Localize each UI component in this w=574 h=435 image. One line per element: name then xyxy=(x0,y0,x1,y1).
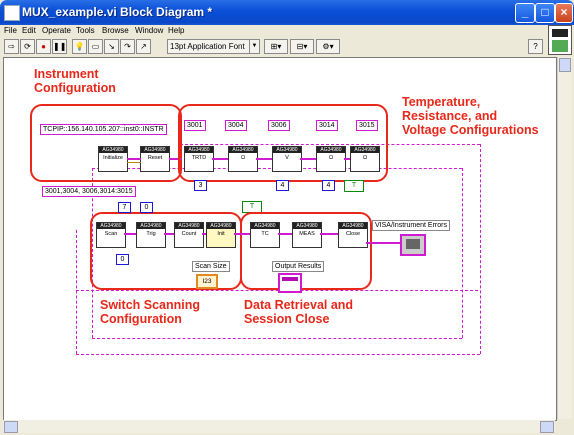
wire xyxy=(127,162,141,163)
block-diagram-canvas[interactable]: Instrument Configuration TCPIP::156.140.… xyxy=(3,57,557,421)
channel-3014-constant[interactable]: 3014 xyxy=(316,120,338,131)
chevron-down-icon[interactable]: ▼ xyxy=(249,39,260,54)
wire xyxy=(127,158,141,160)
menu-help[interactable]: Help xyxy=(168,26,185,35)
wire xyxy=(344,158,350,160)
channel-3004-constant[interactable]: 3004 xyxy=(225,120,247,131)
output-results-indicator[interactable] xyxy=(278,273,302,293)
retain-wire-values-icon[interactable]: ▭ xyxy=(88,39,103,54)
boolean-true-constant[interactable]: T xyxy=(344,180,364,192)
step-into-icon[interactable]: ↘ xyxy=(104,39,119,54)
menu-bar: File Edit Operate Tools Browse Window He… xyxy=(0,25,574,39)
error-wire xyxy=(92,168,94,338)
menu-operate[interactable]: Operate xyxy=(42,26,71,35)
resource-name-constant[interactable]: TCPIP::156.140.105.207::inst0::INSTR xyxy=(40,124,167,135)
highlight-execution-icon[interactable]: 💡 xyxy=(72,39,87,54)
error-wire xyxy=(180,144,480,146)
visa-errors-label: VISA/Instrument Errors xyxy=(372,220,450,231)
output-results-label: Output Results xyxy=(272,261,325,272)
error-wire xyxy=(462,168,464,338)
channel-list-constant[interactable]: 3001,3004, 3006,3014:3015 xyxy=(42,186,136,197)
channel-3006-constant[interactable]: 3006 xyxy=(268,120,290,131)
window-title: MUX_example.vi Block Diagram * xyxy=(22,5,213,19)
wire xyxy=(124,233,136,235)
switch-config-label: Switch Scanning Configuration xyxy=(100,298,201,326)
run-continuous-icon[interactable]: ⟳ xyxy=(20,39,35,54)
wire xyxy=(256,158,272,160)
channel-3015-constant[interactable]: 3015 xyxy=(356,120,378,131)
wire xyxy=(212,158,228,160)
scan-size-label: Scan Size xyxy=(192,261,230,272)
error-wire xyxy=(92,338,462,340)
menu-edit[interactable]: Edit xyxy=(22,26,36,35)
run-arrow-icon[interactable]: ⇨ xyxy=(4,39,19,54)
data-retrieval-group xyxy=(240,212,372,290)
vertical-scrollbar[interactable] xyxy=(557,57,572,419)
minimize-button[interactable]: _ xyxy=(515,3,535,23)
wire xyxy=(202,233,206,235)
trv-config-label: Temperature, Resistance, and Voltage Con… xyxy=(402,95,539,137)
maximize-button[interactable]: □ xyxy=(535,3,555,23)
numeric-4-constant-2[interactable]: 4 xyxy=(322,180,335,191)
vi-icon xyxy=(4,5,20,21)
error-wire xyxy=(76,290,478,292)
wire xyxy=(169,158,181,160)
abort-icon[interactable]: ● xyxy=(36,39,51,54)
wire xyxy=(278,233,292,235)
numeric-4-constant[interactable]: 4 xyxy=(276,180,289,191)
error-wire xyxy=(480,144,482,354)
wire xyxy=(320,233,338,235)
wire xyxy=(164,233,174,235)
menu-tools[interactable]: Tools xyxy=(76,26,95,35)
title-bar: MUX_example.vi Block Diagram * _ □ × xyxy=(0,0,574,25)
numeric-3-constant[interactable]: 3 xyxy=(194,180,207,191)
font-select[interactable]: 13pt Application Font xyxy=(167,39,251,54)
align-objects-icon[interactable]: ⊞▾ xyxy=(264,39,288,54)
step-over-icon[interactable]: ↷ xyxy=(120,39,135,54)
vi-connector-icon[interactable] xyxy=(548,25,572,55)
instrument-config-label: Instrument Configuration xyxy=(34,67,116,95)
numeric-0-constant-2[interactable]: 0 xyxy=(116,254,129,265)
pause-icon[interactable]: ❚❚ xyxy=(52,39,67,54)
toolbar: ⇨ ⟳ ● ❚❚ 💡 ▭ ↘ ↷ ↗ 13pt Application Font… xyxy=(0,39,574,54)
horizontal-scrollbar[interactable] xyxy=(3,420,555,433)
menu-window[interactable]: Window xyxy=(135,26,164,35)
visa-errors-indicator[interactable] xyxy=(400,234,426,256)
menu-file[interactable]: File xyxy=(4,26,17,35)
scan-size-indicator[interactable]: I23 xyxy=(196,274,218,289)
channel-3001-constant[interactable]: 3001 xyxy=(184,120,206,131)
close-button[interactable]: × xyxy=(555,3,573,23)
menu-browse[interactable]: Browse xyxy=(102,26,129,35)
wire xyxy=(234,233,250,235)
numeric-0-constant[interactable]: 0 xyxy=(140,202,153,213)
instrument-config-group xyxy=(30,104,182,182)
help-icon[interactable]: ? xyxy=(528,39,543,54)
step-out-icon[interactable]: ↗ xyxy=(136,39,151,54)
error-wire xyxy=(76,230,78,354)
error-wire xyxy=(76,354,480,356)
reorder-icon[interactable]: ⚙▾ xyxy=(316,39,340,54)
data-retrieval-label: Data Retrieval and Session Close xyxy=(244,298,354,326)
numeric-7-constant[interactable]: 7 xyxy=(118,202,131,213)
distribute-objects-icon[interactable]: ⊟▾ xyxy=(290,39,314,54)
wire xyxy=(300,158,316,160)
wire xyxy=(366,242,400,244)
